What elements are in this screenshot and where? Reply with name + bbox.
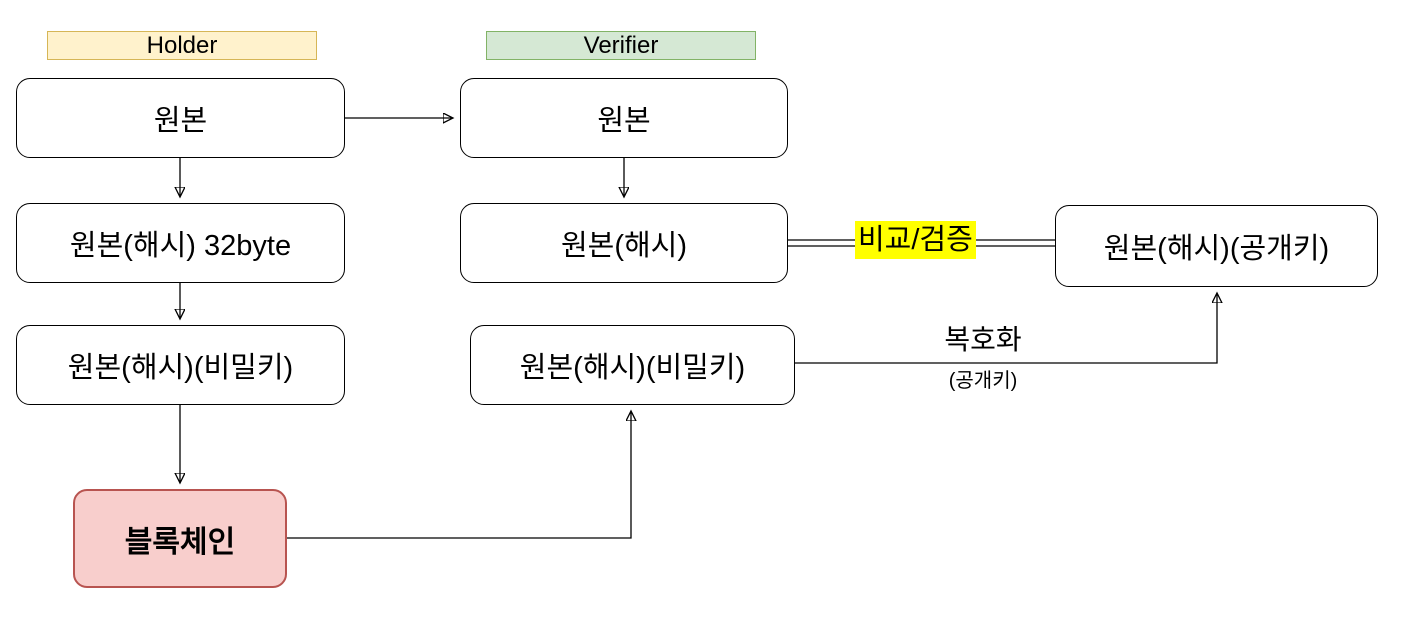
arrow-blockchain-to-verifier-signed: [287, 412, 631, 539]
node-holder-original: 원본: [16, 78, 345, 158]
node-holder-hash: 원본(해시) 32byte: [16, 203, 345, 283]
decrypt-label: 복호화: [944, 324, 1022, 355]
node-verifier-hash: 원본(해시): [460, 203, 788, 283]
compare-verify-label: 비교/검증: [855, 221, 976, 259]
node-holder-signed: 원본(해시)(비밀키): [16, 325, 345, 405]
node-verifier-original: 원본: [460, 78, 788, 158]
node-verifier-signed: 원본(해시)(비밀키): [470, 325, 795, 405]
decrypt-key-sublabel: (공개키): [948, 370, 1018, 392]
node-blockchain: 블록체인: [73, 489, 287, 588]
verifier-header-label: Verifier: [486, 31, 756, 60]
holder-header-label: Holder: [47, 31, 317, 60]
node-verifier-decrypted: 원본(해시)(공개키): [1055, 205, 1378, 287]
decrypt-label-group: 복호화 (공개키): [908, 324, 1058, 392]
